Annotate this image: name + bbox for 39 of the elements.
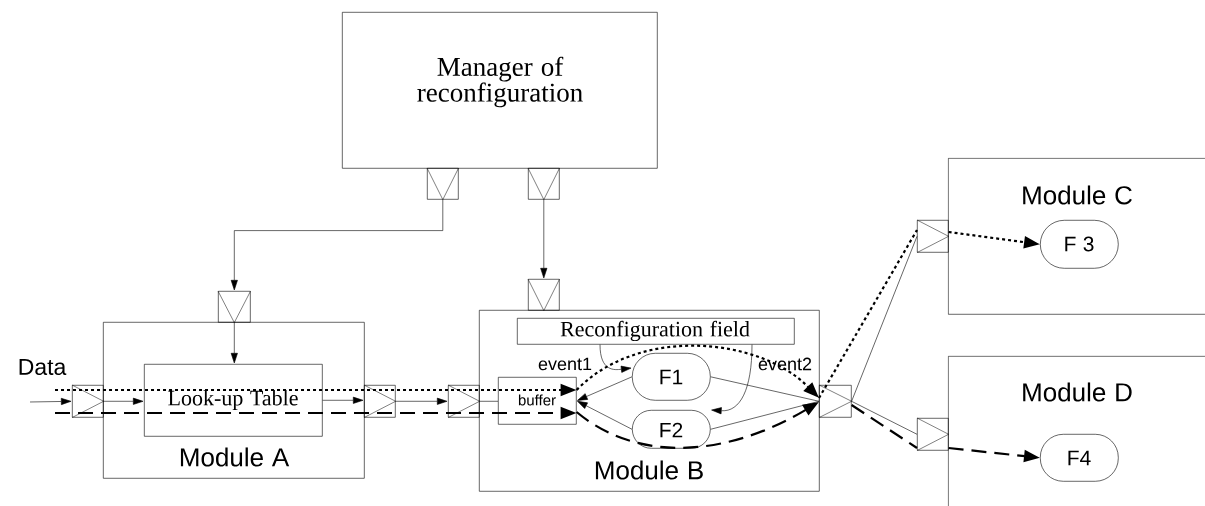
arrow (711, 344, 753, 415)
port-symbol (916, 219, 949, 253)
connector-line (818, 229, 918, 399)
port-symbol (447, 384, 480, 418)
connector-line (479, 401, 499, 402)
arrow (395, 397, 448, 405)
port-symbol (426, 167, 459, 200)
function-box: F4 (1040, 434, 1119, 482)
field-box: Reconfiguration field (517, 318, 795, 345)
port-symbol (71, 384, 104, 418)
arrow (599, 344, 632, 373)
port-symbol (217, 290, 251, 323)
connector-line (851, 236, 918, 402)
port-symbol (527, 167, 560, 200)
input-label: Data (19, 358, 67, 375)
port-symbol (363, 384, 396, 418)
port-symbol (527, 278, 560, 311)
port-symbol (818, 384, 852, 418)
arrow (103, 397, 144, 405)
arrow (577, 400, 633, 430)
arrow (230, 322, 238, 364)
table-box: Look-up Table (144, 364, 323, 437)
arrow (29, 398, 72, 405)
arrow (322, 396, 364, 404)
edge-label: event1 (538, 357, 592, 371)
buffer-box: buffer (498, 377, 577, 425)
function-box: F2 (632, 410, 711, 449)
arrow (577, 376, 633, 401)
arrow (540, 199, 548, 279)
connector-line (710, 376, 820, 402)
function-box: F1 (632, 353, 711, 401)
manager-box: Manager of reconfiguration (342, 12, 658, 169)
connector-line (851, 404, 918, 449)
connector-line (851, 401, 918, 435)
arrow (230, 199, 444, 291)
port-symbol (916, 417, 949, 451)
edge-label: event2 (758, 357, 812, 371)
function-box: F 3 (1040, 220, 1119, 269)
connector-line (710, 401, 820, 430)
